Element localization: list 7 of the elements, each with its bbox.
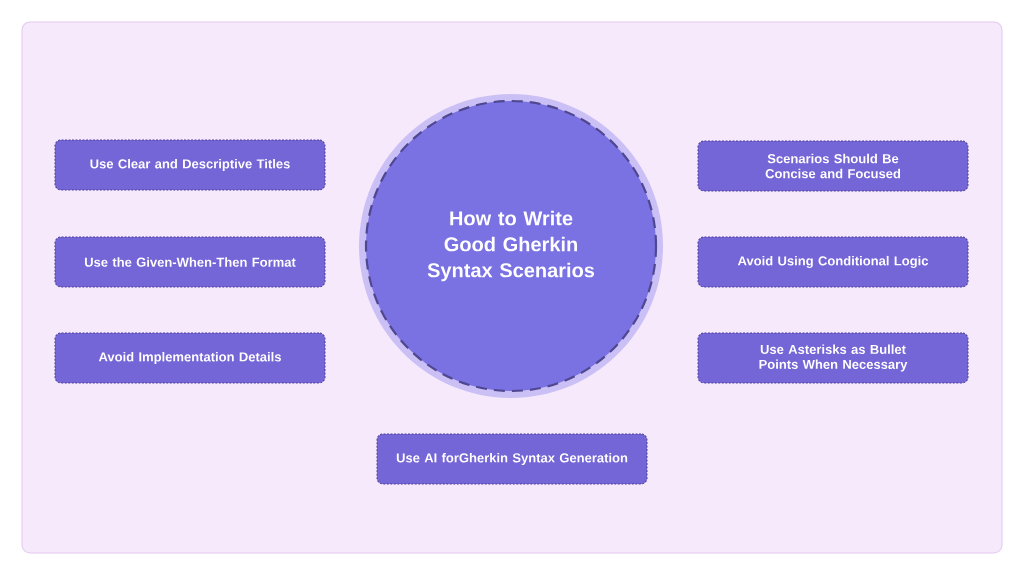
tip-box: Use Asterisks as Bullet Points When Necessary [697,332,969,384]
tip-box: Scenarios Should Be Concise and Focused [697,140,969,192]
tip-box: Use the Given-When-Then Format [54,236,326,288]
tip-box: Use AI forGherkin Syntax Generation [376,433,648,485]
tip-box: Use Clear and Descriptive Titles [54,139,326,191]
tip-box: Avoid Implementation Details [54,332,326,384]
tip-box: Avoid Using Conditional Logic [697,236,969,288]
